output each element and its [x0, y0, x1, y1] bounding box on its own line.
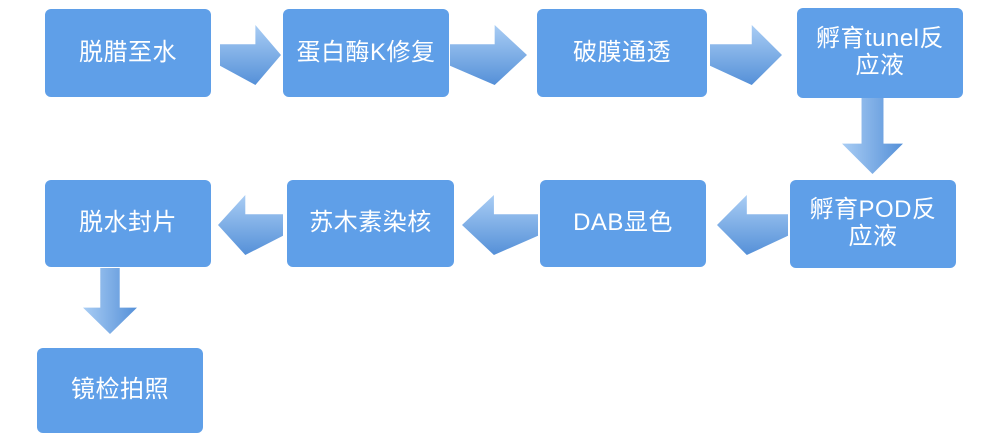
arrow-tunel-to-pod: [842, 98, 903, 174]
flow-node-label: 破膜通透: [573, 38, 671, 66]
arrow-dab-to-hematoxylin: [462, 195, 538, 255]
flow-node-label: 蛋白酶K修复: [296, 38, 436, 66]
arrow-proteinase-to-permeabilization: [450, 25, 527, 85]
flow-node-dehydrate-and-mount: 脱水封片: [45, 180, 211, 267]
flow-node-label: 脱腊至水: [79, 38, 177, 66]
flow-node-label: 孵育tunel反 应液: [815, 25, 945, 79]
flow-node-incubate-pod-reaction: 孵育POD反 应液: [790, 180, 956, 268]
flow-node-label: DAB显色: [573, 209, 673, 237]
arrow-pod-to-dab: [717, 195, 788, 255]
arrow-hematoxylin-to-dehydrate: [218, 195, 283, 255]
flow-node-label: 镜检拍照: [71, 376, 169, 404]
arrow-dehydrate-to-microscopy: [83, 268, 137, 334]
flow-node-label: 苏木素染核: [309, 209, 432, 237]
arrow-permeabilization-to-tunel: [710, 25, 782, 85]
flow-node-hematoxylin-nuclear-stain: 苏木素染核: [287, 180, 454, 267]
flow-node-dab-color-development: DAB显色: [540, 180, 706, 267]
flow-node-label: 脱水封片: [79, 209, 177, 237]
flow-node-dewax-to-water: 脱腊至水: [45, 9, 211, 97]
flow-node-membrane-permeabilization: 破膜通透: [537, 9, 707, 97]
flow-node-incubate-tunel-reaction: 孵育tunel反 应液: [797, 8, 963, 98]
flow-node-microscopy-and-photograph: 镜检拍照: [37, 348, 203, 433]
flow-node-label: 孵育POD反 应液: [809, 196, 937, 250]
flow-node-proteinase-k-repair: 蛋白酶K修复: [283, 9, 449, 97]
arrow-dewax-to-proteinase: [220, 25, 281, 85]
